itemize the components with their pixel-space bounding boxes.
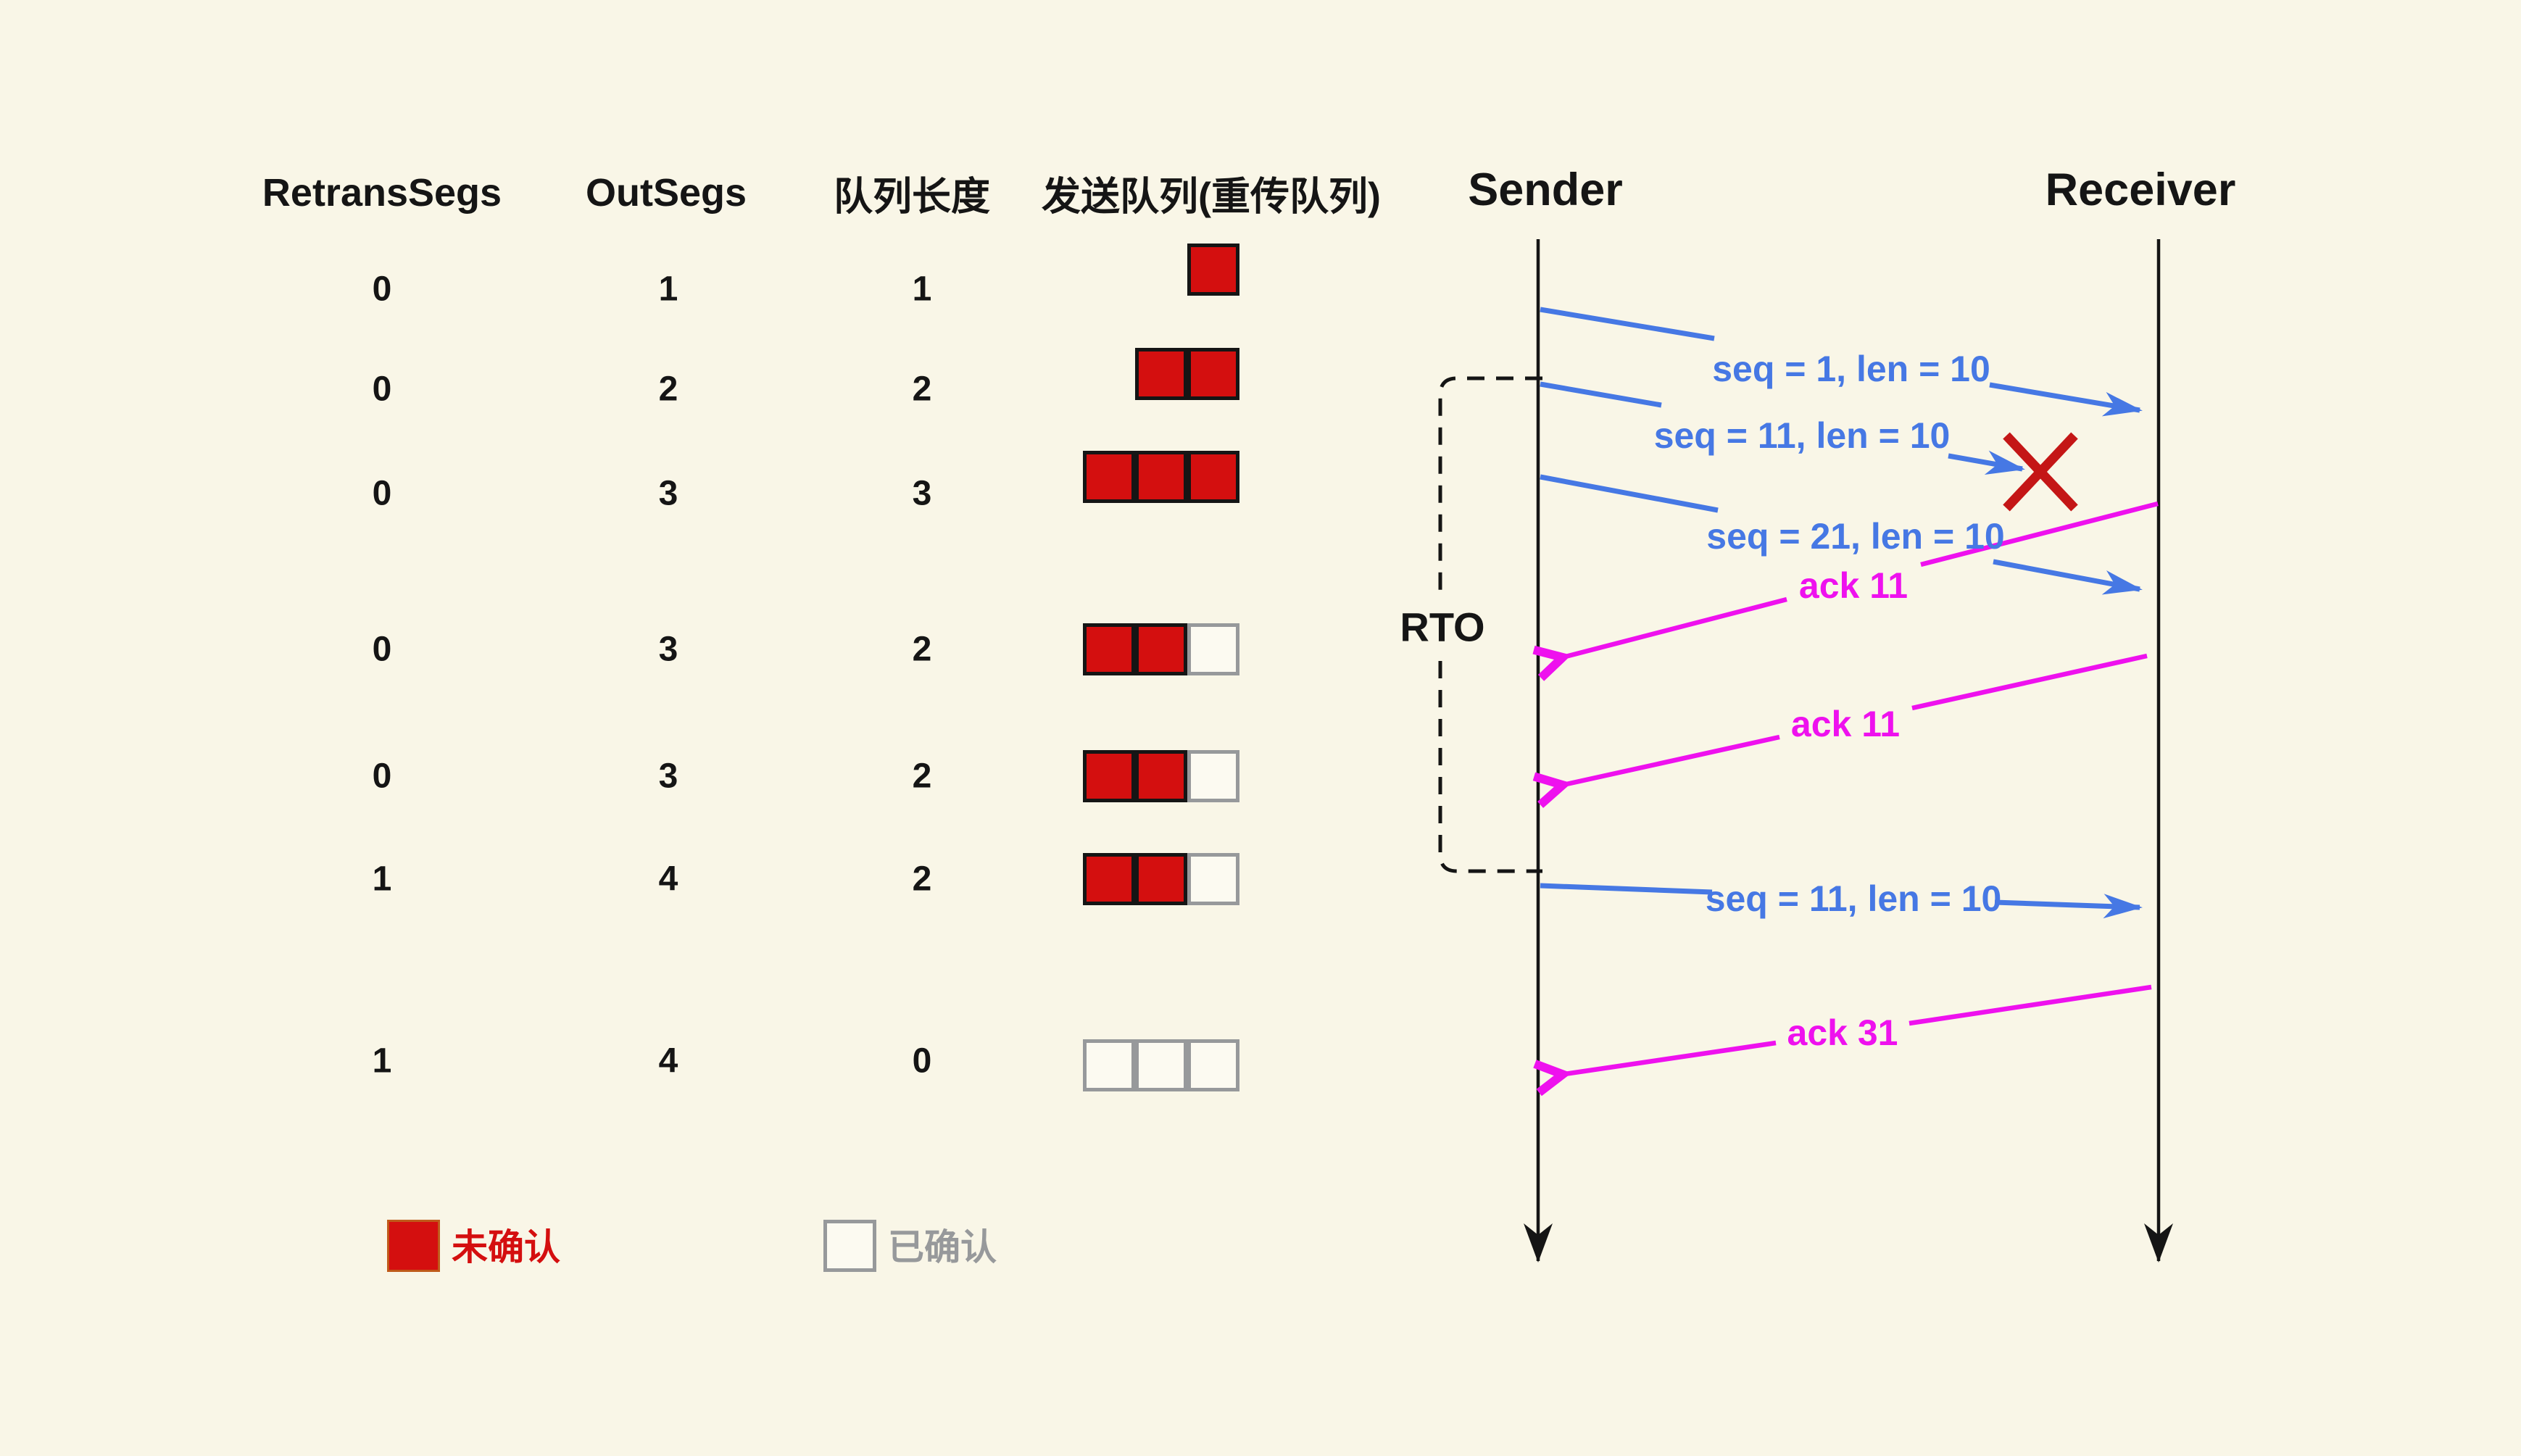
arrow-seq11-b (1948, 450, 2025, 475)
queue-segment-acked (1187, 750, 1239, 802)
retranssegs-value: 0 (372, 270, 392, 309)
outsegs-value: 3 (658, 474, 678, 513)
label-seq11-retrans: seq = 11, len = 10 (1705, 878, 2002, 919)
packet-loss-x-icon (2003, 432, 2078, 512)
outsegs-value: 3 (658, 630, 678, 669)
label-ack11-first: ack 11 (1798, 565, 1909, 606)
arrow-ack31-a (1909, 984, 2152, 1026)
col-header-outsegs: OutSegs (585, 171, 747, 215)
col-header-retranssegs: RetransSegs (262, 171, 502, 215)
queue-length-value: 3 (912, 474, 932, 513)
queue-length-value: 2 (912, 630, 932, 669)
queue-length-value: 0 (912, 1041, 932, 1081)
arrow-seq11-retrans-a (1540, 883, 1713, 895)
queue-segment-unacked (1187, 244, 1239, 296)
legend-unacked-swatch (387, 1220, 440, 1272)
col-header-queue-length: 队列长度 (834, 175, 990, 219)
label-ack31: ack 31 (1787, 1012, 1898, 1053)
receiver-title: Receiver (2045, 165, 2236, 215)
arrow-seq1-a (1540, 307, 1715, 341)
retranssegs-value: 0 (372, 474, 392, 513)
queue-segment-acked (1083, 1039, 1135, 1091)
arrow-seq21-a (1540, 474, 1719, 513)
legend-acked-label: 已确认 (888, 1227, 997, 1268)
queue-length-value: 2 (912, 860, 932, 899)
retranssegs-value: 1 (372, 860, 392, 899)
arrow-seq11-retrans-b (1994, 894, 2143, 919)
queue-segment-acked (1135, 1039, 1187, 1091)
queue-segment-unacked (1135, 853, 1187, 905)
queue-segment-unacked (1083, 623, 1135, 675)
arrow-seq1-b (1989, 382, 2143, 417)
retranssegs-value: 0 (372, 370, 392, 409)
queue-length-value: 1 (912, 270, 932, 309)
label-seq1: seq = 1, len = 10 (1712, 349, 1990, 389)
legend-unacked-label: 未确认 (452, 1227, 560, 1268)
queue-segment-acked (1187, 623, 1239, 675)
queue-segment-unacked (1135, 451, 1187, 503)
retranssegs-value: 0 (372, 757, 392, 796)
sender-title: Sender (1468, 165, 1623, 215)
retranssegs-value: 0 (372, 630, 392, 669)
outsegs-value: 2 (658, 370, 678, 409)
queue-segment-unacked (1083, 750, 1135, 802)
legend-acked-swatch (823, 1220, 876, 1272)
arrow-seq11-a (1540, 381, 1662, 408)
label-seq21: seq = 21, len = 10 (1706, 516, 2005, 557)
arrow-ack31-b (1560, 1040, 1777, 1075)
arrow-ack11-1-b (1560, 596, 1787, 658)
outsegs-value: 4 (658, 1041, 678, 1081)
arrow-ack11-2-b (1560, 734, 1780, 786)
outsegs-value: 1 (658, 270, 678, 309)
data-arrows (1540, 307, 2143, 919)
queue-segment-unacked (1135, 348, 1187, 400)
queue-length-value: 2 (912, 370, 932, 409)
label-seq11: seq = 11, len = 10 (1653, 415, 1951, 456)
arrow-seq21-b (1993, 559, 2143, 595)
retranssegs-value: 1 (372, 1041, 392, 1081)
queue-segment-unacked (1083, 853, 1135, 905)
queue-segment-unacked (1083, 451, 1135, 503)
queue-segment-unacked (1135, 623, 1187, 675)
outsegs-value: 4 (658, 860, 678, 899)
queue-segment-unacked (1187, 348, 1239, 400)
queue-segment-acked (1187, 1039, 1239, 1091)
queue-segment-acked (1187, 853, 1239, 905)
col-header-send-queue: 发送队列(重传队列) (1042, 175, 1381, 219)
label-ack11-second: ack 11 (1790, 704, 1901, 744)
outsegs-value: 3 (658, 757, 678, 796)
queue-segment-unacked (1135, 750, 1187, 802)
rto-label: RTO (1400, 604, 1485, 650)
queue-segment-unacked (1187, 451, 1239, 503)
queue-length-value: 2 (912, 757, 932, 796)
arrow-ack11-2-a (1911, 653, 2148, 711)
